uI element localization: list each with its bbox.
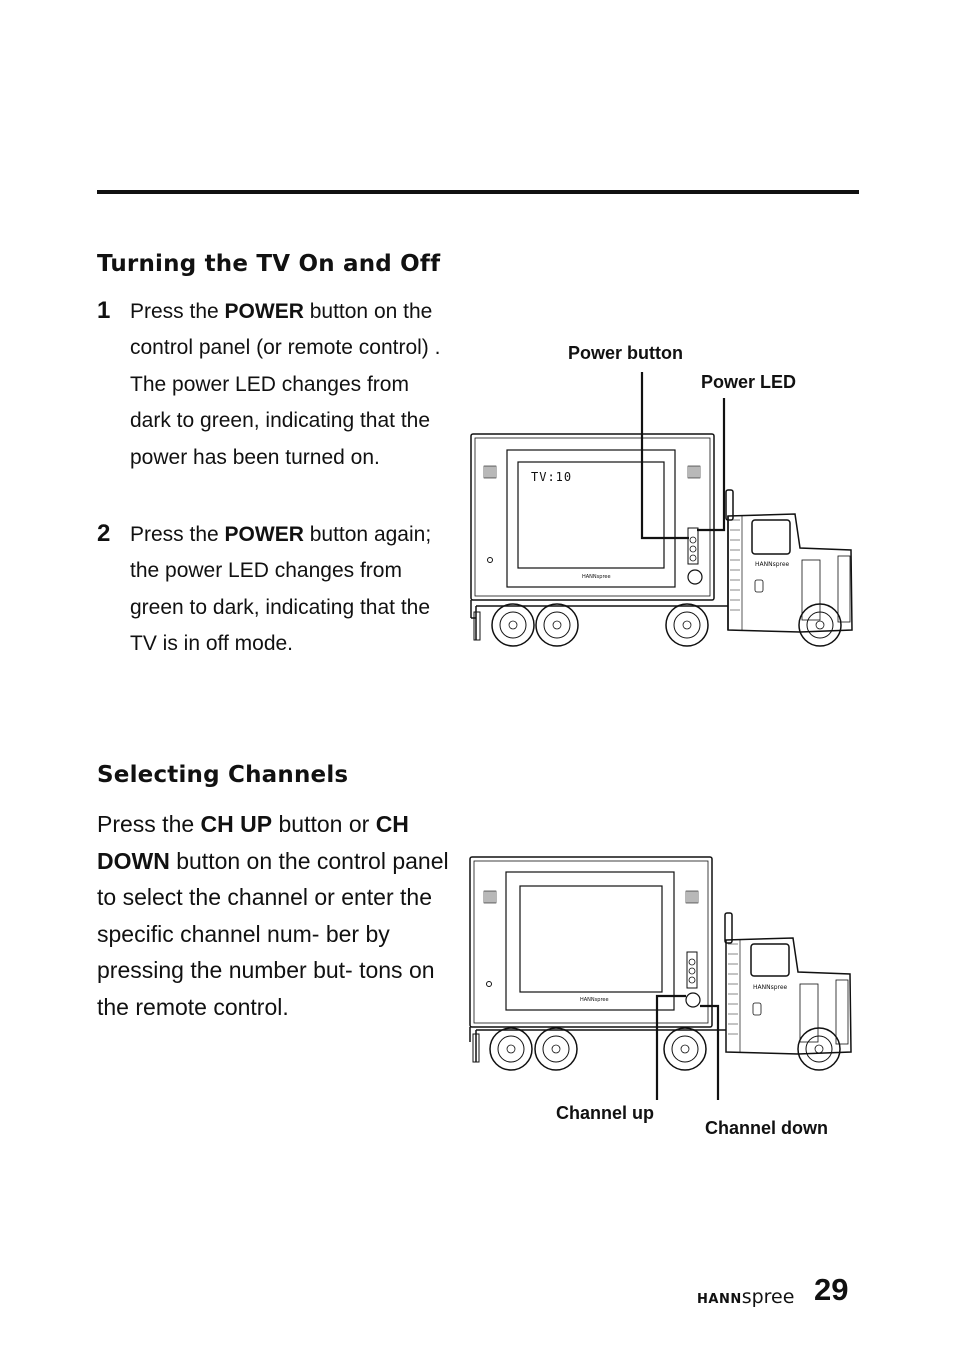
screen-channel-readout: TV:10 xyxy=(531,470,572,484)
callout-power-led: Power LED xyxy=(701,372,797,392)
power-keyword: POWER xyxy=(224,523,304,546)
channels-paragraph: Press the CH UP button or CH DOWN button… xyxy=(97,811,449,1020)
truck-tv-illustration-channels: HANNspree HANNspree xyxy=(469,856,852,1100)
step-text-1: Press the POWER button on the control pa… xyxy=(130,300,441,469)
page-number: 29 xyxy=(814,1272,849,1307)
truck-tv-illustration-power: TV:10 HANNspree HANNspree xyxy=(470,372,853,647)
step-number-1: 1 xyxy=(97,297,111,324)
callout-channel-up: Channel up xyxy=(556,1103,654,1123)
step-text-2: Press the POWER button again; the power … xyxy=(130,523,432,656)
ch-down-keyword: CH DOWN xyxy=(97,811,409,874)
section-heading-channels: Selecting Channels xyxy=(97,762,349,788)
cab-brand-logo: HANNspree xyxy=(755,561,790,568)
callout-channel-down: Channel down xyxy=(705,1118,828,1138)
cab-brand-logo: HANNspree xyxy=(753,984,788,991)
power-keyword: POWER xyxy=(224,300,304,323)
callout-power-button: Power button xyxy=(568,343,683,363)
bezel-brand-logo: HANNspree xyxy=(582,574,611,580)
section-heading-power: Turning the TV On and Off xyxy=(97,251,441,277)
bezel-brand-logo: HANNspree xyxy=(580,997,609,1003)
footer-brand-logo: HANNspree xyxy=(697,1286,795,1308)
top-rule xyxy=(97,190,859,194)
ch-up-keyword: CH UP xyxy=(200,811,273,837)
step-number-2: 2 xyxy=(97,520,111,547)
